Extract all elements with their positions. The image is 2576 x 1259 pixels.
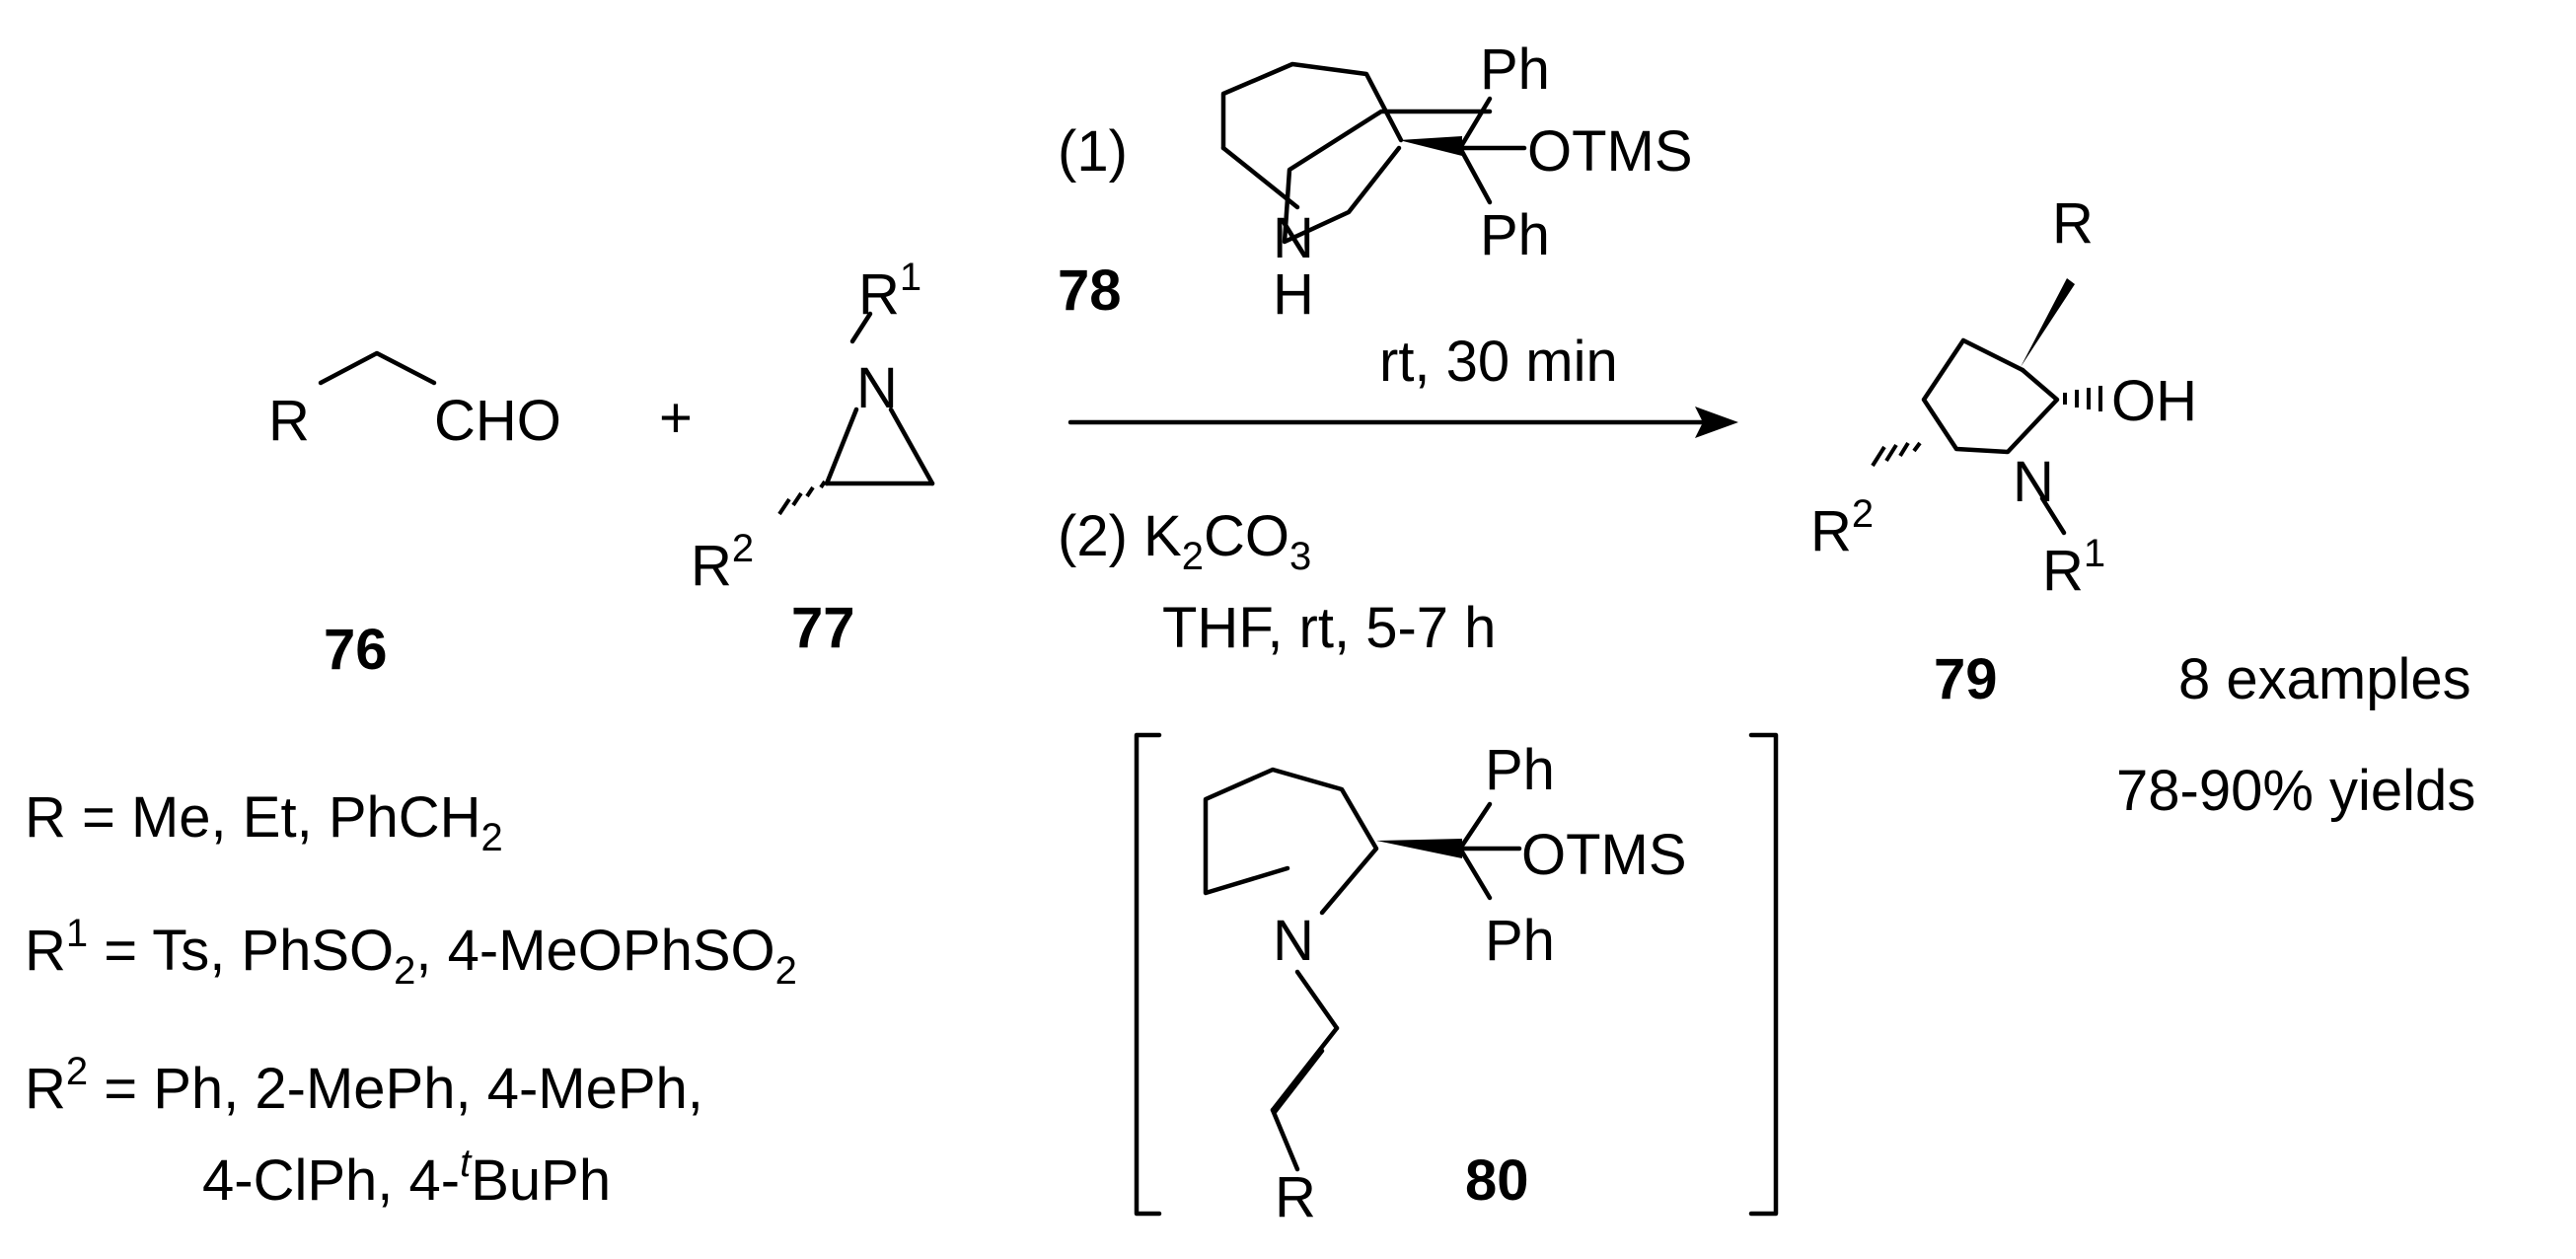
product-79-n-label: N	[2013, 450, 2054, 514]
product-79-c2-hashed-oh	[2063, 386, 2102, 411]
compound-76-number: 76	[324, 618, 388, 682]
aziridine-hashed-bond	[777, 480, 827, 516]
intermediate-80-number: 80	[1465, 1148, 1529, 1213]
intermediate-80-ph-top: Ph	[1485, 738, 1555, 802]
catalyst-78-c-ph-bottom	[1457, 145, 1493, 205]
substituent-r1-line: R1 = Ts, PhSO2, 4-MeOPhSO2	[25, 912, 797, 993]
product-79-r2-label: R2	[1810, 492, 1875, 563]
aziridine-n-label: N	[856, 356, 898, 420]
aziridine-r1-label: R1	[858, 256, 922, 327]
intermediate-80-r-label: R	[1275, 1165, 1316, 1229]
product-79-r1-label: R1	[2042, 532, 2106, 603]
intermediate-80-ch-ch-double-b	[1272, 1048, 1325, 1115]
product-79-n-r1	[2039, 495, 2067, 536]
intermediate-80-otms: OTMS	[1521, 823, 1687, 887]
intermediate-80-n-ch	[1294, 969, 1340, 1031]
intermediate-80-ph-bottom: Ph	[1485, 909, 1555, 973]
catalyst-78-number: 78	[1058, 259, 1122, 323]
bracket-left	[1134, 732, 1162, 1217]
catalyst-78-ring-upper	[1220, 61, 1404, 151]
plus-sign: +	[659, 386, 693, 450]
product-79-r-label: R	[2052, 191, 2094, 256]
intermediate-80-ring	[1203, 767, 1379, 916]
catalyst-78-ring-n-left	[1220, 145, 1300, 210]
catalyst-78-ph-bottom: Ph	[1480, 203, 1550, 267]
product-79-oh-label: OH	[2111, 369, 2197, 433]
compound-79-number: 79	[1934, 647, 1998, 711]
step2-reagent: (2) K2CO3	[1058, 504, 1312, 578]
catalyst-78-c-ph-top	[1457, 96, 1493, 151]
aziridine-r2-label: R2	[691, 527, 755, 598]
intermediate-80-c-ph-top	[1457, 801, 1493, 852]
substituent-r2-line1: R2 = Ph, 2-MePh, 4-MePh,	[25, 1050, 703, 1121]
intermediate-80-n-label: N	[1273, 909, 1314, 973]
intermediate-80-wedge	[1376, 839, 1462, 858]
catalyst-78-ring	[1282, 109, 1493, 245]
substituent-r2-line2: 4-ClPh, 4-tBuPh	[202, 1142, 612, 1213]
compound-77-number: 77	[791, 596, 855, 660]
catalyst-78-ph-top: Ph	[1480, 37, 1550, 102]
step1-label: (1)	[1058, 119, 1128, 184]
catalyst-78-n-label: N	[1273, 206, 1314, 270]
catalyst-78-otms: OTMS	[1527, 119, 1693, 184]
catalyst-78-h-label: H	[1273, 262, 1314, 327]
bracket-right	[1748, 732, 1779, 1217]
intermediate-80-ch-ch-double-a	[1270, 1025, 1340, 1113]
product-79-ring	[1921, 337, 2060, 455]
intermediate-80-ch-r	[1270, 1107, 1300, 1172]
step1-conditions: rt, 30 min	[1379, 330, 1618, 394]
catalyst-78-wedge	[1399, 136, 1462, 156]
substituent-r-line: R = Me, Et, PhCH2	[25, 785, 503, 859]
step2-conditions: THF, rt, 5-7 h	[1162, 596, 1497, 660]
aziridine-n-c-right	[888, 407, 935, 486]
aldehyde-r-label: R	[268, 389, 310, 453]
product-79-examples: 8 examples	[2178, 647, 2471, 711]
product-79-yields: 78-90% yields	[2116, 759, 2476, 823]
aldehyde-cho-label: CHO	[434, 389, 561, 453]
aldehyde-chain-bonds	[318, 350, 437, 386]
aziridine-n-r1-bond	[849, 311, 873, 344]
intermediate-80-c-ph-bottom	[1457, 846, 1493, 901]
product-79-c5-hashed-r2	[1871, 441, 1922, 468]
aziridine-n-c-left	[824, 407, 859, 486]
product-79-c3-wedge	[2021, 278, 2075, 367]
reaction-arrow-head	[1695, 407, 1738, 438]
